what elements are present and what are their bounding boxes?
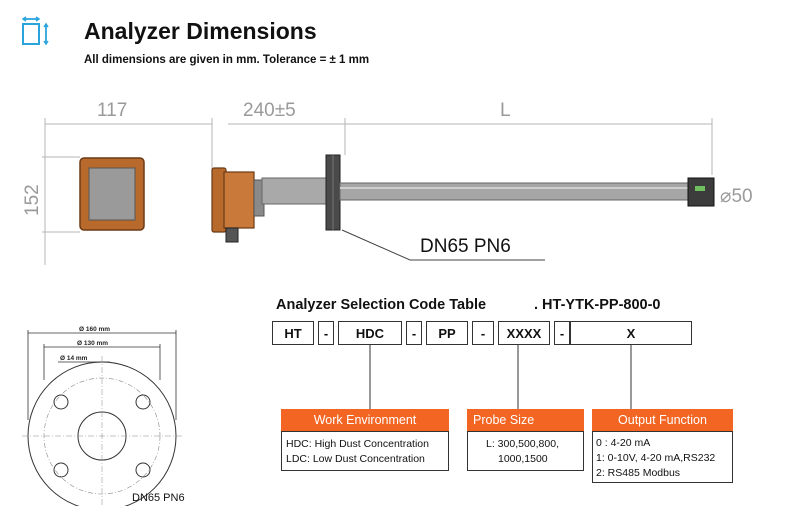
work-environment-line: HDC: High Dust Concentration <box>286 438 429 450</box>
output-function-line: 1: 0-10V, 4-20 mA,RS232 <box>596 452 716 464</box>
page-title: Analyzer Dimensions <box>84 18 317 44</box>
flange-plate <box>22 356 182 506</box>
code-cell-sep: - <box>554 321 570 345</box>
flange-drawing: Ø 160 mm Ø 130 mm Ø 14 mm <box>22 326 182 506</box>
output-function-header: Output Function <box>592 409 733 431</box>
code-cell-sep: - <box>472 321 494 345</box>
probe-size-line: L: 300,500,800, <box>486 438 559 450</box>
flange-bolt-diameter: Ø 130 mm <box>77 340 108 347</box>
flange-hole-diameter: Ø 14 mm <box>60 355 88 362</box>
model-code: . HT-YTK-PP-800-0 <box>534 297 661 313</box>
analyzer-dimension-drawing: 117 240±5 L 152 ⌀50 DN65 PN6 <box>22 100 753 265</box>
analyzer-front-view <box>79 157 145 231</box>
code-cell-xxxx: XXXX <box>498 321 550 345</box>
analyzer-side-view <box>211 154 715 243</box>
probe-size-box: L: 300,500,800, 1000,1500 <box>467 431 584 471</box>
flange-caption: DN65 PN6 <box>132 492 185 504</box>
probe-size-line: 1000,1500 <box>498 453 548 465</box>
dim-width-box: 117 <box>97 100 127 121</box>
dimensions-icon <box>21 16 49 46</box>
output-function-box: 0 : 4-20 mA 1: 0-10V, 4-20 mA,RS232 2: R… <box>592 431 733 483</box>
selection-table-title: Analyzer Selection Code Table <box>276 297 487 313</box>
code-cell-sep: - <box>318 321 334 345</box>
dim-height-box: 152 <box>22 184 43 216</box>
work-environment-line: LDC: Low Dust Concentration <box>286 453 425 465</box>
dim-flange-distance: 240±5 <box>243 100 296 121</box>
code-cell-pp: PP <box>426 321 468 345</box>
code-cell-x: X <box>570 321 692 345</box>
code-cell-ht: HT <box>272 321 314 345</box>
work-environment-header: Work Environment <box>281 409 449 431</box>
work-environment-box: HDC: High Dust Concentration LDC: Low Du… <box>281 431 449 471</box>
page-subtitle: All dimensions are given in mm. Toleranc… <box>84 54 370 66</box>
dim-length: L <box>500 100 511 121</box>
probe-label: DN65 PN6 <box>420 236 511 257</box>
flange-outer-diameter: Ø 160 mm <box>79 326 110 333</box>
output-function-line: 2: RS485 Modbus <box>596 467 681 479</box>
dim-diameter: ⌀50 <box>720 186 753 207</box>
code-cell-hdc: HDC <box>338 321 402 345</box>
output-function-line: 0 : 4-20 mA <box>596 437 651 449</box>
probe-size-header: Probe Size <box>467 409 584 431</box>
code-cell-sep: - <box>406 321 422 345</box>
